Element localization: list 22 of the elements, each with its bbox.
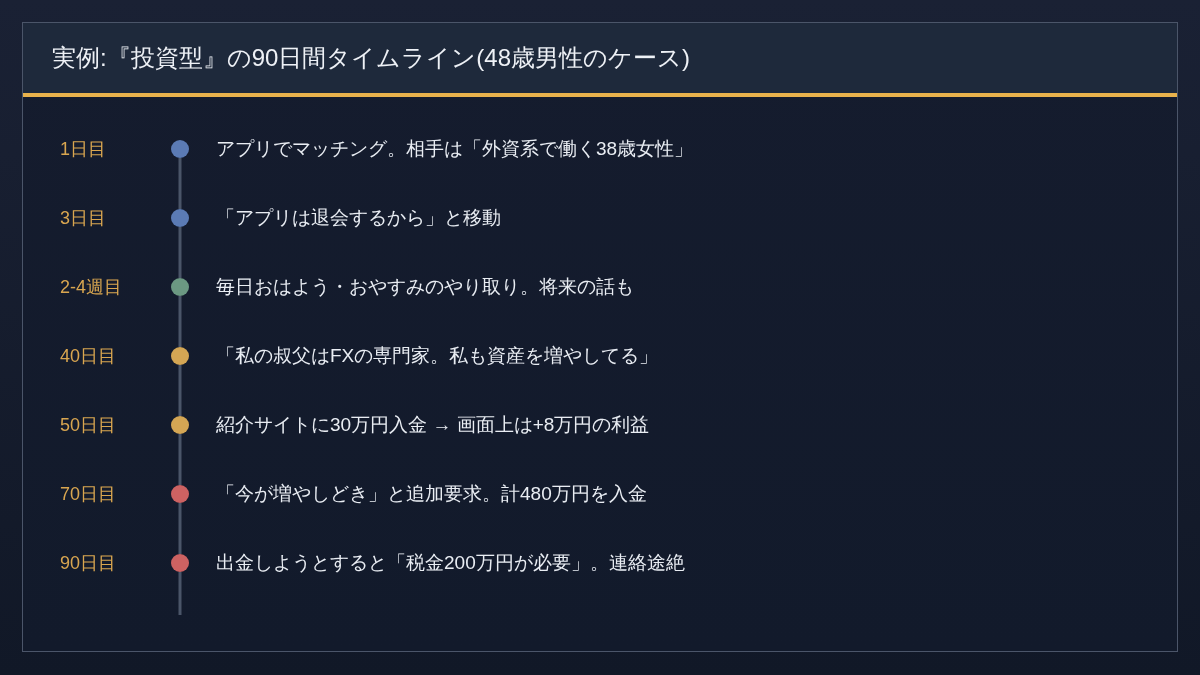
timeline-line bbox=[178, 227, 182, 278]
timeline-line bbox=[178, 296, 182, 347]
timeline-line bbox=[178, 365, 182, 416]
date-label: 2-4週目 bbox=[60, 276, 122, 299]
date-label: 40日目 bbox=[60, 345, 117, 368]
date-label: 1日目 bbox=[60, 138, 106, 161]
event-text: 「アプリは退会するから」と移動 bbox=[216, 206, 501, 230]
title: 実例:『投資型』の90日間タイムライン(48歳男性のケース) bbox=[52, 43, 691, 73]
event-text: 紹介サイトに30万円入金 → 画面上は+8万円の利益 bbox=[216, 413, 650, 437]
timeline-line bbox=[178, 572, 182, 615]
event-text: 「私の叔父はFXの専門家。私も資産を増やしてる」 bbox=[216, 344, 659, 368]
timeline-line bbox=[178, 158, 182, 209]
date-label: 70日目 bbox=[60, 483, 117, 506]
date-label: 3日目 bbox=[60, 207, 106, 230]
event-text: 「今が増やしどき」と追加要求。計480万円を入金 bbox=[216, 482, 647, 506]
timeline-line bbox=[178, 434, 182, 485]
event-text: 毎日おはよう・おやすみのやり取り。将来の話も bbox=[216, 275, 634, 299]
event-text: アプリでマッチング。相手は「外資系で働く38歳女性」 bbox=[216, 137, 694, 161]
date-label: 50日目 bbox=[60, 414, 117, 437]
date-label: 90日目 bbox=[60, 552, 117, 575]
event-text: 出金しようとすると「税金200万円が必要」。連絡途絶 bbox=[216, 551, 685, 575]
timeline-line bbox=[178, 503, 182, 554]
